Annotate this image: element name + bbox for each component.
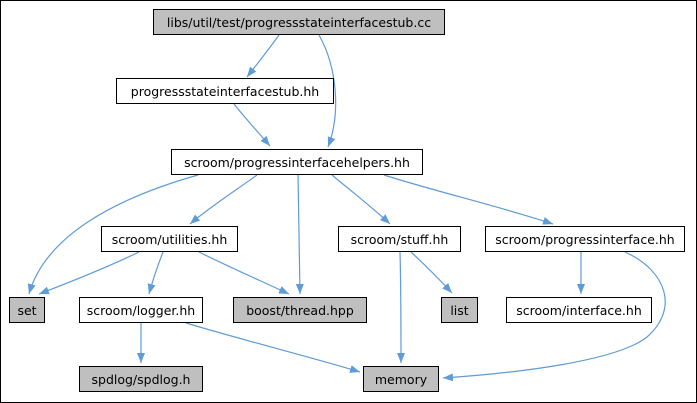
node-stub-hh[interactable]: progressstateinterfacestub.hh <box>116 78 334 104</box>
node-stuff-hh[interactable]: scroom/stuff.hh <box>338 226 461 252</box>
edge-utilities-hh-to-boost-thread <box>198 251 290 295</box>
edge-logger-hh-to-memory <box>185 322 361 373</box>
edge-cc-to-stub-hh <box>246 34 280 78</box>
edge-helpers-hh-to-set <box>27 174 199 295</box>
edge-utilities-hh-to-logger-hh <box>147 251 164 295</box>
node-set: set <box>9 297 45 323</box>
node-cc: libs/util/test/progressstateinterfacestu… <box>153 9 445 35</box>
node-helpers-hh[interactable]: scroom/progressinterfacehelpers.hh <box>171 149 423 175</box>
node-spdlog: spdlog/spdlog.h <box>79 366 203 392</box>
edge-helpers-hh-to-utilities-hh <box>189 174 258 225</box>
edge-stuff-hh-to-list <box>410 251 453 294</box>
edge-helpers-hh-to-progressinterface-hh <box>383 174 554 225</box>
edge-progressinterface-hh-to-memory <box>442 251 666 382</box>
edge-stub-hh-to-helpers-hh <box>233 103 271 147</box>
node-memory: memory <box>363 366 439 392</box>
edge-cc-to-helpers-hh <box>318 34 337 148</box>
edge-utilities-hh-to-set <box>38 251 140 295</box>
edge-helpers-hh-to-boost-thread <box>295 174 304 295</box>
node-logger-hh[interactable]: scroom/logger.hh <box>79 297 203 323</box>
node-list: list <box>441 297 478 323</box>
edge-helpers-hh-to-stuff-hh <box>331 174 391 225</box>
node-progressinterface-hh[interactable]: scroom/progressinterface.hh <box>485 226 685 252</box>
edge-stuff-hh-to-memory <box>396 251 405 364</box>
node-boost-thread: boost/thread.hpp <box>233 297 367 323</box>
node-utilities-hh[interactable]: scroom/utilities.hh <box>101 226 238 252</box>
node-interface-hh[interactable]: scroom/interface.hh <box>506 297 652 323</box>
